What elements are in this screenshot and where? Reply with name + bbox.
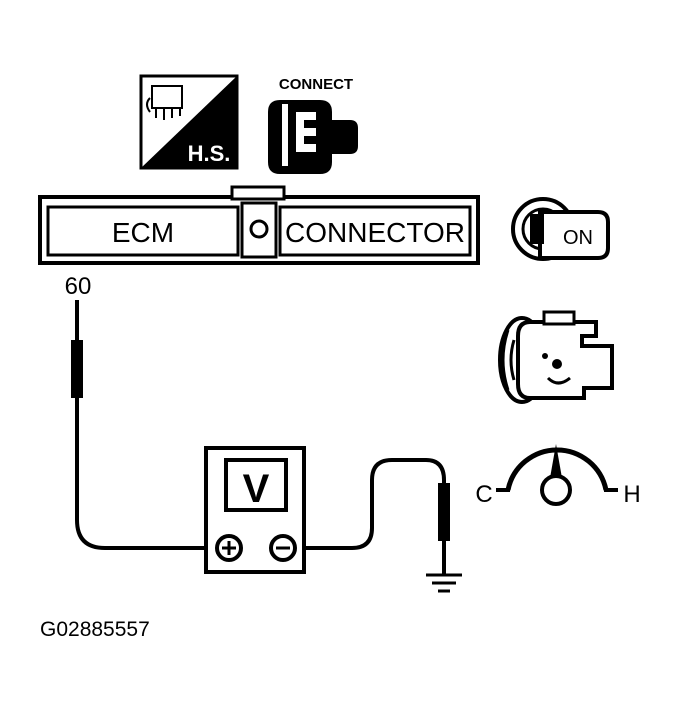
gauge-cold-label: C [475,481,492,508]
negative-terminal [269,534,297,562]
engine-running-icon [498,310,614,404]
ecm-label: ECM [112,217,174,248]
positive-terminal [215,534,243,562]
hs-label: H.S. [188,141,231,166]
connector-label: CONNECTOR [285,217,465,248]
hs-icon: H.S. [139,74,239,170]
connect-label: CONNECT [279,76,353,93]
voltmeter: V [204,446,306,574]
negative-probe-lead [284,458,450,575]
ecm-connector: ECM CONNECTOR [38,185,480,265]
pin-number: 60 [65,273,92,300]
ground-symbol [426,573,462,593]
ignition-key-icon: ON [511,197,610,261]
voltmeter-label: V [243,467,270,511]
gauge-hot-label: H [623,481,640,508]
ignition-on-label: ON [563,227,593,249]
figure-id: G02885557 [40,618,150,641]
temperature-gauge-icon: C H [475,444,641,508]
connect-icon: CONNECT [268,76,358,174]
positive-probe-lead [71,300,228,550]
